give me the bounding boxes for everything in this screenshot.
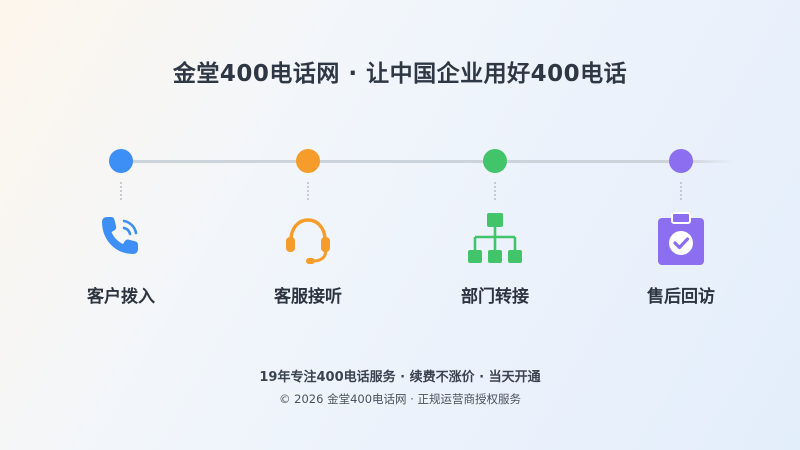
timeline-connector-4 [680,182,682,200]
step-label-agent-answers: 客服接听 [274,287,342,307]
step-label-customer-dial-in: 客户拨入 [87,287,155,307]
step-label-department-transfer: 部门转接 [461,287,529,307]
org-chart-icon [467,210,523,266]
clipboard-check-icon [653,210,709,266]
phone-icon [93,210,149,266]
step-label-after-sales-follow-up: 售后回访 [647,287,715,307]
timeline-connector-3 [494,182,496,200]
timeline-dot-4 [669,149,693,173]
timeline-dot-1 [109,149,133,173]
timeline-dot-3 [483,149,507,173]
timeline-connector-1 [120,182,122,200]
timeline-dot-2 [296,149,320,173]
timeline-track [120,160,735,163]
footer-copyright: © 2026 金堂400电话网 · 正规运营商授权服务 [279,392,521,406]
page-title: 金堂400电话网 · 让中国企业用好400电话 [172,61,628,87]
footer-tagline: 19年专注400电话服务 · 续费不涨价 · 当天开通 [259,370,541,385]
headset-icon [280,210,336,266]
timeline-connector-2 [307,182,309,200]
